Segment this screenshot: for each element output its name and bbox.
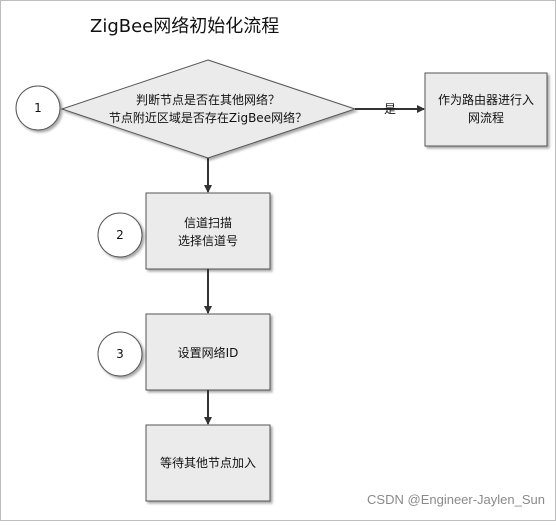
step1-text-line2: 选择信道号 — [178, 234, 238, 248]
step-marker-2 — [97, 212, 143, 258]
decision-text-line1: 判断节点是否在其他网络？ — [136, 92, 280, 107]
router-join-text-line1: 作为路由器进行入 — [438, 92, 534, 107]
step-marker-1 — [15, 85, 61, 131]
step3-text: 等待其他节点加入 — [160, 456, 256, 470]
diagram-title: ZigBee网络初始化流程 — [90, 16, 279, 37]
decision-text-line2: 节点附近区域是否存在ZigBee网络？ — [109, 110, 307, 125]
step1-text-line1: 信道扫描 — [184, 216, 232, 230]
router-join-text-line2: 网流程 — [468, 110, 504, 125]
step-marker-2-label: 2 — [116, 228, 124, 242]
step-marker-3-label: 3 — [116, 347, 124, 361]
step2-text: 设置网络ID — [178, 345, 239, 360]
step-box-wait-nodes — [145, 424, 271, 502]
watermark-text: CSDN @Engineer-Jaylen_Sun — [367, 492, 545, 507]
yes-label: 是 — [384, 102, 396, 116]
step-marker-1-label: 1 — [34, 101, 42, 115]
router-join-box — [424, 72, 548, 147]
step-box-channel-scan — [145, 192, 271, 270]
step-marker-3 — [97, 331, 143, 377]
